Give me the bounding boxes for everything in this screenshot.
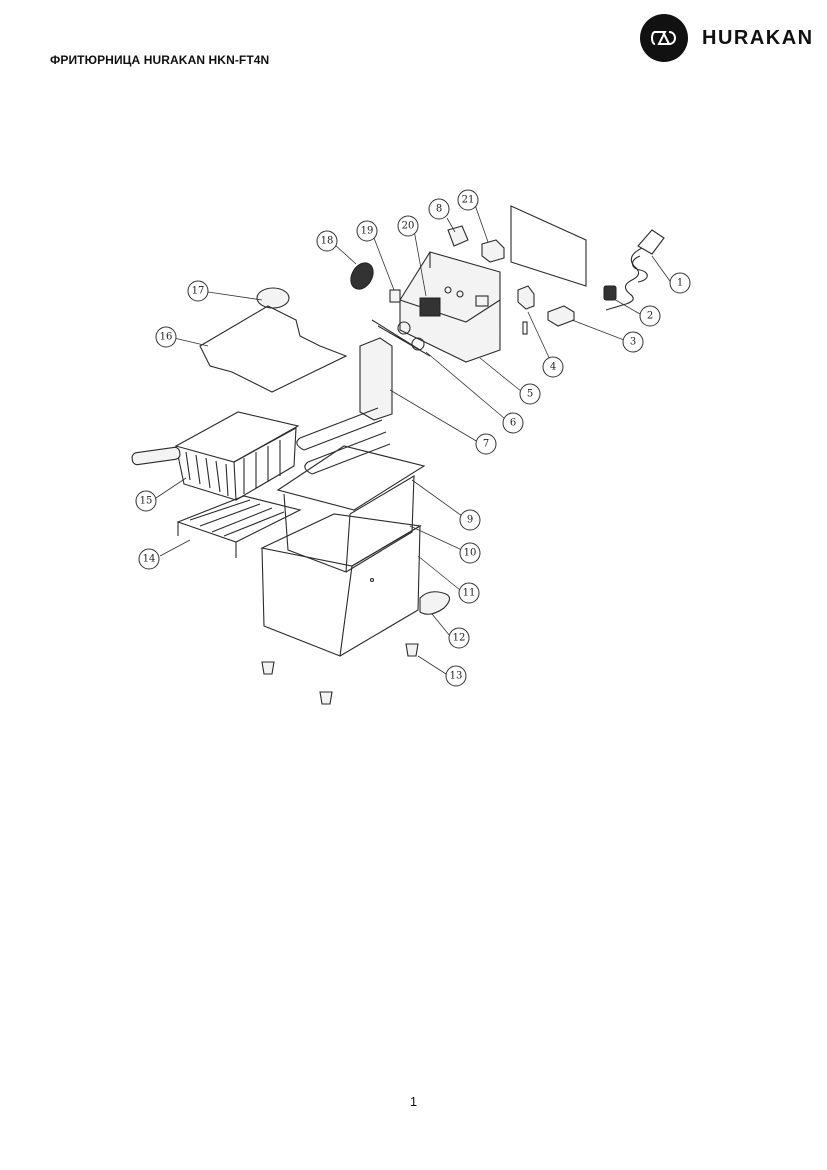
svg-text:21: 21 (462, 195, 475, 206)
svg-text:1: 1 (677, 278, 683, 289)
svg-text:16: 16 (160, 332, 173, 343)
part-knob (350, 262, 374, 290)
callout-1: 1 (669, 272, 691, 294)
brand-logo-icon (651, 31, 676, 45)
brand-block: HURAKAN (640, 14, 814, 62)
callout-13: 13 (445, 665, 467, 687)
svg-text:18: 18 (321, 236, 334, 247)
callout-3: 3 (622, 331, 644, 353)
part-heating-element (296, 319, 431, 475)
page-number: 1 (409, 1094, 418, 1109)
part-power-cord (603, 229, 665, 311)
brand-name: HURAKAN (702, 26, 814, 49)
callout-21: 21 (457, 189, 479, 211)
callout-2: 2 (639, 305, 661, 327)
part-oil-tank (276, 445, 426, 573)
svg-text:20: 20 (402, 221, 415, 232)
leader-lines (155, 201, 673, 675)
callout-8: 8 (428, 198, 450, 220)
callout-18: 18 (316, 230, 338, 252)
callout-12: 12 (448, 627, 470, 649)
document-title: ФРИТЮРНИЦА HURAKAN HKN-FT4N (50, 53, 270, 67)
callout-9: 9 (459, 509, 481, 531)
svg-text:13: 13 (450, 671, 463, 682)
callout-10: 10 (459, 542, 481, 564)
callout-20: 20 (397, 215, 419, 237)
svg-text:8: 8 (436, 204, 442, 215)
part-thermostat (517, 285, 535, 310)
svg-text:2: 2 (647, 311, 653, 322)
svg-text:3: 3 (630, 337, 636, 348)
svg-text:14: 14 (143, 554, 156, 565)
callout-7: 7 (475, 433, 497, 455)
part-lid-handle (256, 287, 290, 309)
callout-16: 16 (155, 326, 177, 348)
svg-text:11: 11 (463, 588, 476, 599)
svg-text:19: 19 (361, 226, 374, 237)
callout-4: 4 (542, 356, 564, 378)
part-feet (261, 643, 419, 705)
callout-15: 15 (135, 490, 157, 512)
svg-text:17: 17 (192, 286, 205, 297)
callout-5: 5 (519, 383, 541, 405)
callout-14: 14 (138, 548, 160, 570)
svg-text:5: 5 (527, 389, 533, 400)
part-basket (131, 411, 300, 501)
svg-text:15: 15 (140, 496, 153, 507)
brand-logo (640, 14, 688, 62)
svg-text:4: 4 (550, 362, 556, 373)
part-lid (199, 305, 348, 393)
callout-17: 17 (187, 280, 209, 302)
svg-text:9: 9 (467, 515, 473, 526)
part-rack (176, 495, 302, 558)
svg-text:6: 6 (510, 418, 516, 429)
part-relay (481, 239, 505, 263)
part-back-panel (510, 205, 587, 287)
parts-drawing (131, 205, 665, 705)
part-terminal-block (547, 305, 575, 327)
part-control-box (399, 251, 501, 363)
svg-text:10: 10 (464, 548, 477, 559)
callout-11: 11 (458, 582, 480, 604)
callout-19: 19 (356, 220, 378, 242)
svg-text:12: 12 (453, 633, 466, 644)
callout-6: 6 (502, 412, 524, 434)
part-bracket (447, 225, 469, 247)
svg-text:7: 7 (483, 439, 489, 450)
part-housing (260, 513, 451, 657)
part-bushing (389, 289, 401, 303)
